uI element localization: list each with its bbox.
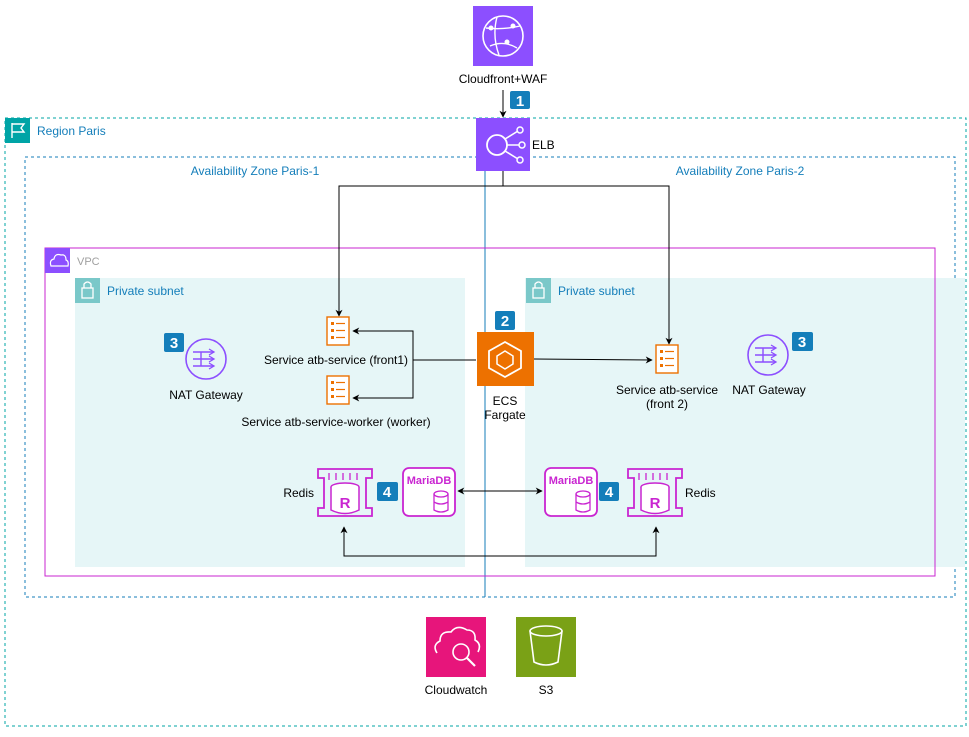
badge-1: 1 xyxy=(510,91,530,110)
mariadb-1-icon-text: MariaDB xyxy=(407,475,452,487)
service-worker-node[interactable]: Service atb-service-worker (worker) xyxy=(241,375,431,429)
elasticache-redis-icon: R xyxy=(317,468,373,517)
badge-2: 2 xyxy=(495,311,515,330)
badge-3a-text: 3 xyxy=(170,335,178,352)
vpc-label: VPC xyxy=(77,256,100,268)
vpc-group: VPC xyxy=(44,247,936,577)
mariadb-icon: MariaDB xyxy=(544,467,598,517)
cloudfront-node[interactable]: Cloudfront+WAF xyxy=(459,6,548,86)
redis-1-node[interactable]: R Redis xyxy=(283,468,373,517)
badge-4b-text: 4 xyxy=(605,484,614,501)
s3-label: S3 xyxy=(539,683,554,697)
edge-redis-sync xyxy=(340,526,660,557)
region-flag-icon xyxy=(5,118,30,143)
service-worker-label: Service atb-service-worker (worker) xyxy=(241,415,430,429)
cloudwatch-icon xyxy=(426,617,486,677)
mariadb-2-node[interactable]: MariaDB xyxy=(544,467,598,517)
elb-node[interactable]: ELB xyxy=(476,118,555,171)
cloudfront-label: Cloudfront+WAF xyxy=(459,72,548,86)
badge-4a-text: 4 xyxy=(383,484,392,501)
edge-elb-front1 xyxy=(335,170,504,317)
nat-gateway-icon xyxy=(185,338,227,380)
ecs-fargate-node[interactable]: ECS Fargate xyxy=(477,332,534,422)
badge-3a: 3 xyxy=(164,333,184,352)
mariadb-1-node[interactable]: MariaDB xyxy=(402,467,456,517)
badge-3b: 3 xyxy=(792,332,813,351)
fargate-icon xyxy=(477,332,534,386)
mariadb-icon: MariaDB xyxy=(402,467,456,517)
ecs-label-line2: Fargate xyxy=(484,408,526,422)
subnet1-area xyxy=(75,278,465,567)
mariadb-2-icon-text: MariaDB xyxy=(549,475,594,487)
flag-icon xyxy=(11,123,26,138)
cloudfront-icon xyxy=(473,6,533,66)
edge-ecs-worker xyxy=(352,360,414,402)
badge-2-text: 2 xyxy=(501,313,509,330)
badge-4a: 4 xyxy=(377,482,398,501)
nat-gateway-2-node[interactable]: NAT Gateway xyxy=(732,334,806,397)
ecs-service-icon xyxy=(655,344,679,374)
subnet1-header: Private subnet xyxy=(75,278,184,303)
elasticache-redis-icon: R xyxy=(627,468,683,517)
nat-gateway-1-node[interactable]: NAT Gateway xyxy=(169,338,243,402)
redis-glyph: R xyxy=(340,495,351,512)
subnet2-header: Private subnet xyxy=(526,278,635,303)
region-label: Region Paris xyxy=(37,124,106,138)
nat-gateway-1-label: NAT Gateway xyxy=(169,388,243,402)
service-front1-node[interactable]: Service atb-service (front1) xyxy=(264,316,408,367)
ecs-service-icon xyxy=(326,316,350,346)
badge-3b-text: 3 xyxy=(798,334,806,351)
redis-glyph: R xyxy=(650,495,661,512)
service-front1-label: Service atb-service (front1) xyxy=(264,353,408,367)
az2-label: Availability Zone Paris-2 xyxy=(676,164,805,178)
badge-1-text: 1 xyxy=(516,93,524,110)
redis-2-node[interactable]: R Redis xyxy=(627,468,716,517)
cloudwatch-node[interactable]: Cloudwatch xyxy=(425,617,488,697)
connectors xyxy=(335,90,673,557)
s3-bucket-icon xyxy=(516,617,576,677)
nat-gateway-icon xyxy=(747,334,789,376)
subnet1-label: Private subnet xyxy=(107,284,184,298)
service-front2-label-line2: (front 2) xyxy=(646,397,688,411)
az1-label: Availability Zone Paris-1 xyxy=(191,164,320,178)
service-front2-label-line1: Service atb-service xyxy=(616,383,718,397)
subnet2-area xyxy=(525,278,965,567)
edge-elb-front2 xyxy=(503,185,673,345)
cloudwatch-label: Cloudwatch xyxy=(425,683,488,697)
s3-node[interactable]: S3 xyxy=(516,617,576,697)
ecs-label-line1: ECS xyxy=(493,394,518,408)
ecs-service-icon xyxy=(326,375,350,405)
nat-gateway-2-label: NAT Gateway xyxy=(732,383,806,397)
redis-1-label: Redis xyxy=(283,486,314,500)
elb-label: ELB xyxy=(532,138,555,152)
redis-2-label: Redis xyxy=(685,486,716,500)
badge-4b: 4 xyxy=(599,482,619,501)
subnet2-label: Private subnet xyxy=(558,284,635,298)
service-front2-node[interactable]: Service atb-service (front 2) xyxy=(616,344,718,411)
edge-ecs-front2 xyxy=(533,356,653,364)
edge-ecs-front1 xyxy=(352,327,476,361)
